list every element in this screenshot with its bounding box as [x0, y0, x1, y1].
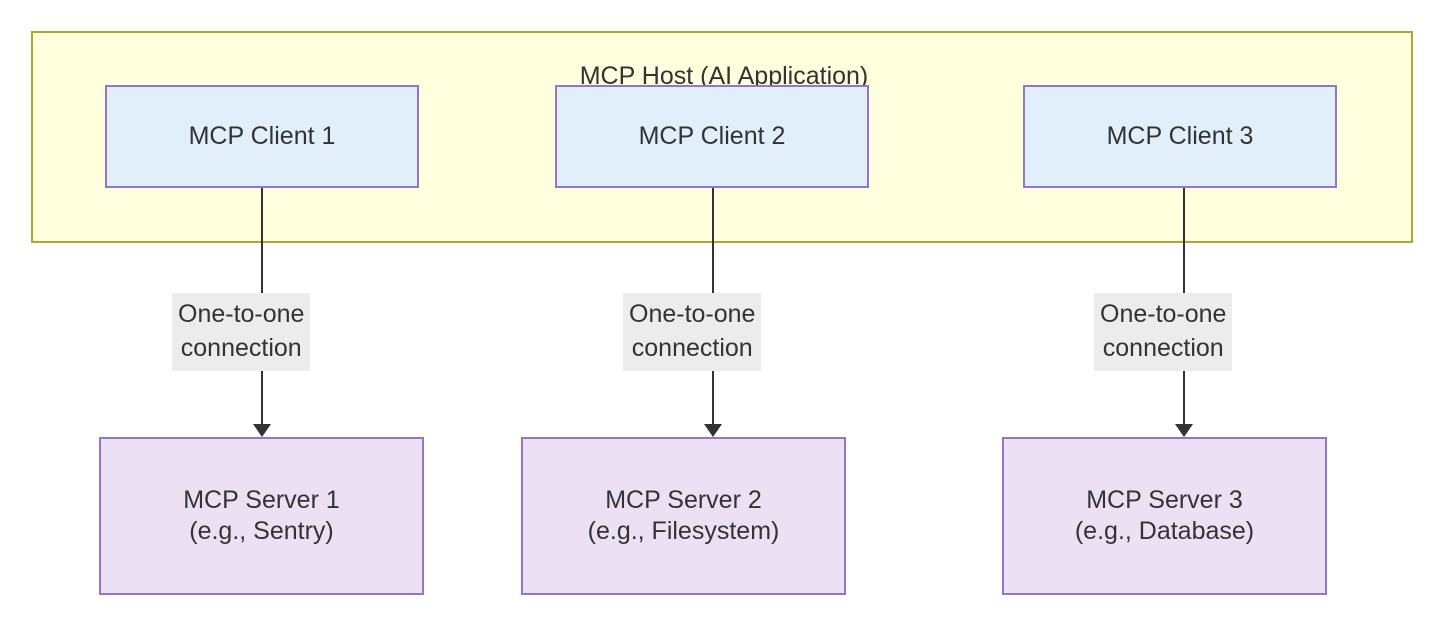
edge-label-2-line2: connection — [631, 334, 753, 362]
edge-label-2-line1: One-to-one — [629, 300, 756, 328]
edge-label-1-line1: One-to-one — [178, 300, 305, 328]
mcp-server-2-node[interactable]: MCP Server 2 (e.g., Filesystem) — [521, 437, 846, 595]
mcp-client-2-label: MCP Client 2 — [638, 122, 786, 150]
mcp-client-3-node[interactable]: MCP Client 3 — [1023, 85, 1337, 188]
mcp-client-3-label: MCP Client 3 — [1106, 122, 1254, 150]
mcp-client-1-label: MCP Client 1 — [188, 122, 336, 150]
arrowhead-icon-1 — [253, 424, 271, 437]
mcp-server-1-detail: (e.g., Sentry) — [189, 517, 334, 545]
edge-label-3-line1: One-to-one — [1100, 300, 1227, 328]
mcp-client-2-node[interactable]: MCP Client 2 — [555, 85, 869, 188]
edge-label-connection-3: One-to-one connection — [1094, 293, 1233, 371]
mcp-server-3-detail: (e.g., Database) — [1074, 517, 1255, 545]
arrowhead-icon-3 — [1175, 424, 1193, 437]
mcp-client-1-node[interactable]: MCP Client 1 — [105, 85, 419, 188]
mcp-server-3-node[interactable]: MCP Server 3 (e.g., Database) — [1002, 437, 1327, 595]
edge-label-1-line2: connection — [180, 334, 302, 362]
arrowhead-icon-2 — [704, 424, 722, 437]
mcp-host-title: MCP Host (AI Application) — [579, 62, 869, 90]
mcp-server-2-detail: (e.g., Filesystem) — [587, 517, 780, 545]
edge-label-connection-2: One-to-one connection — [623, 293, 762, 371]
mcp-server-3-label: MCP Server 3 — [1086, 486, 1243, 514]
edge-label-connection-1: One-to-one connection — [172, 293, 311, 371]
edge-label-3-line2: connection — [1102, 334, 1224, 362]
mcp-server-1-label: MCP Server 1 — [183, 486, 340, 514]
mcp-server-2-label: MCP Server 2 — [605, 486, 762, 514]
mcp-server-1-node[interactable]: MCP Server 1 (e.g., Sentry) — [99, 437, 424, 595]
